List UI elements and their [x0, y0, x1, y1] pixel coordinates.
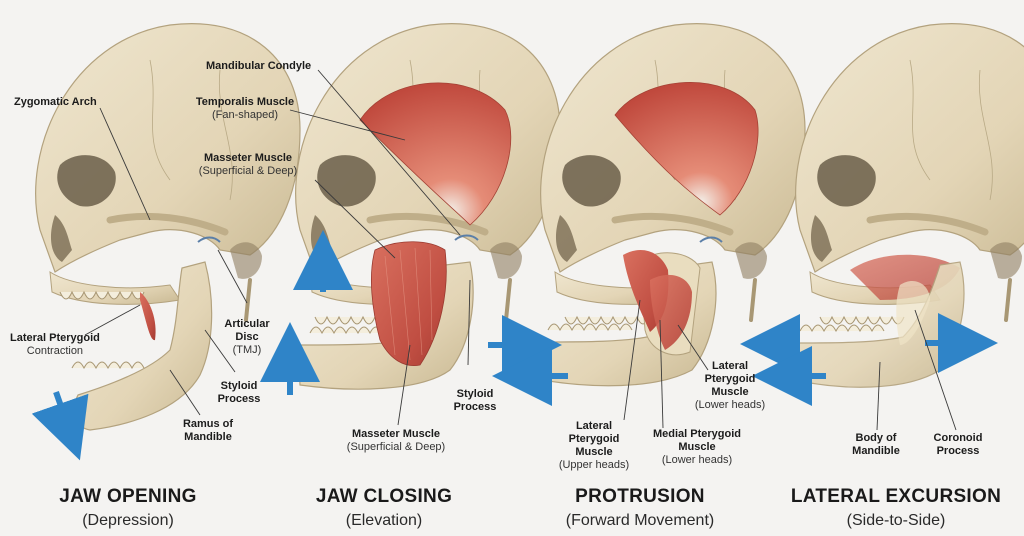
panel-heading: PROTRUSION: [575, 486, 705, 507]
label-lateral-pterygoid-lower: Lateral Pterygoid Muscle (Lower heads): [694, 360, 766, 411]
panel-subheading: (Depression): [82, 512, 174, 529]
label-coronoid-process: Coronoid Process: [933, 432, 983, 457]
panel-title-jaw-closing: JAW CLOSING (Elevation): [256, 486, 512, 530]
label-zygomatic-arch: Zygomatic Arch: [14, 96, 97, 108]
panel-heading: JAW CLOSING: [315, 486, 453, 507]
panel-title-protrusion: PROTRUSION (Forward Movement): [512, 486, 768, 530]
panel-title-lateral-excursion: LATERAL EXCURSION (Side-to-Side): [768, 486, 1024, 530]
label-medial-pterygoid: Medial Pterygoid Muscle (Lower heads): [652, 428, 742, 466]
label-masseter-muscle-bottom: Masseter Muscle (Superficial & Deep): [346, 428, 446, 453]
label-temporalis-muscle: Temporalis Muscle (Fan-shaped): [195, 96, 295, 121]
label-articular-disc: Articular Disc (TMJ): [224, 318, 270, 356]
panel-title-jaw-opening: JAW OPENING (Depression): [0, 486, 256, 530]
label-styloid-process: Styloid Process: [217, 380, 261, 405]
label-masseter-muscle-top: Masseter Muscle (Superficial & Deep): [198, 152, 298, 177]
label-lateral-pterygoid: Lateral Pterygoid Contraction: [10, 332, 100, 357]
panel-jaw-closing-art: [260, 24, 560, 426]
panel-subheading: (Forward Movement): [565, 512, 715, 529]
panel-jaw-opening-art: [31, 24, 300, 461]
label-lateral-pterygoid-upper: Lateral Pterygoid Muscle (Upper heads): [558, 420, 630, 471]
label-body-of-mandible: Body of Mandible: [852, 432, 900, 457]
panel-heading: JAW OPENING: [59, 486, 197, 507]
label-styloid-process-2: Styloid Process: [453, 388, 497, 413]
panel-subheading: (Side-to-Side): [846, 512, 946, 529]
panel-heading: LATERAL EXCURSION: [790, 486, 1002, 507]
panel-protrusion-art: [488, 24, 805, 429]
panel-subheading: (Elevation): [345, 512, 423, 529]
label-ramus-of-mandible: Ramus of Mandible: [182, 418, 234, 443]
label-mandibular-condyle: Mandibular Condyle: [206, 60, 312, 72]
panel-lateral-excursion-art: [740, 24, 1024, 431]
